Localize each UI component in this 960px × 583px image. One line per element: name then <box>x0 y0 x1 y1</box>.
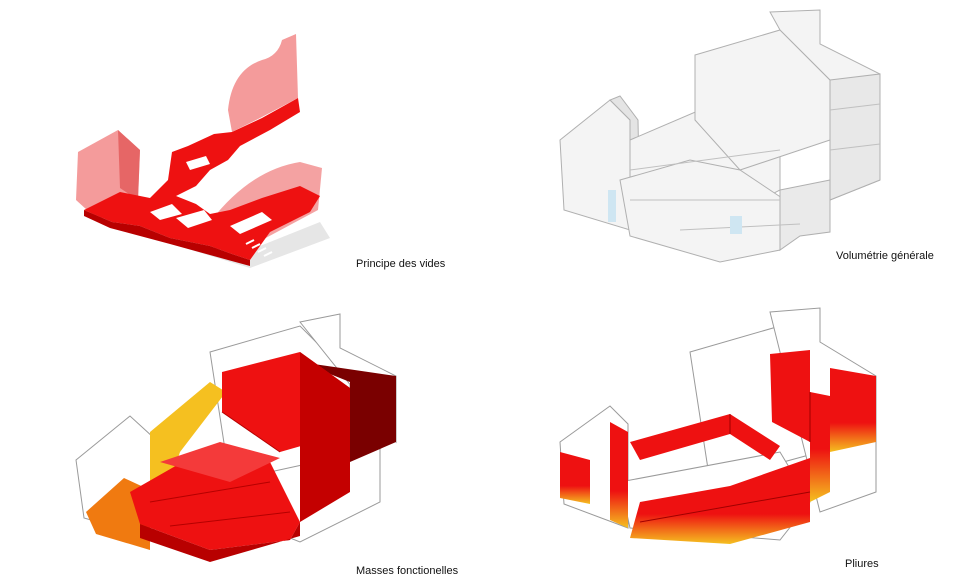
folds-axonometric-drawing <box>559 307 877 544</box>
translucent-tower-left-side <box>118 130 140 200</box>
caption-masses-fonctionelles: Masses fonctionelles <box>356 565 459 577</box>
stair-stripes <box>245 239 273 257</box>
fold-right-tower <box>770 350 830 502</box>
panel-volumetrie-generale: Volumétrie générale <box>480 0 960 291</box>
white-volumes <box>559 9 881 263</box>
glazed-slot-center <box>730 216 742 234</box>
caption-pliures: Pliures <box>845 558 879 570</box>
void-cutout-1 <box>150 204 182 220</box>
volumetry-axonometric-drawing <box>559 9 881 263</box>
fold-upper-ribbon <box>630 414 780 460</box>
mass-red-top-side <box>300 352 350 522</box>
mass-edges <box>149 411 291 527</box>
void-cutout-3 <box>230 212 272 234</box>
void-cutout-4 <box>186 156 210 170</box>
fold-left-tall <box>610 422 628 528</box>
mass-maroon <box>300 362 396 462</box>
masses-axonometric-drawing <box>75 313 397 562</box>
panel-masses-fonctionelles: Masses fonctionelles <box>0 292 480 583</box>
volume-edges <box>629 103 881 231</box>
caption-principe-des-vides: Principe des vides <box>356 258 446 270</box>
fold-far-right <box>830 368 876 452</box>
caption-volumetrie-generale: Volumétrie générale <box>836 250 934 262</box>
fold-left-low <box>560 452 590 504</box>
volume-left-tower <box>559 99 631 231</box>
fold-edges <box>639 392 811 523</box>
translucent-arch-top <box>228 34 298 132</box>
panel-principe-des-vides: Principe des vides <box>0 0 480 291</box>
glazed-slot-left <box>608 190 616 222</box>
mass-red-base-edge <box>140 522 300 562</box>
void-cutout-2 <box>176 210 212 228</box>
mass-red-mid <box>160 442 280 482</box>
volume-right-tower-side <box>829 73 881 201</box>
fold-base-ribbon <box>630 458 810 544</box>
panel-pliures: Pliures <box>480 292 960 583</box>
red-void-network-edge <box>84 210 250 266</box>
voids-axonometric-drawing <box>76 34 330 268</box>
volume-base-side <box>779 179 831 251</box>
